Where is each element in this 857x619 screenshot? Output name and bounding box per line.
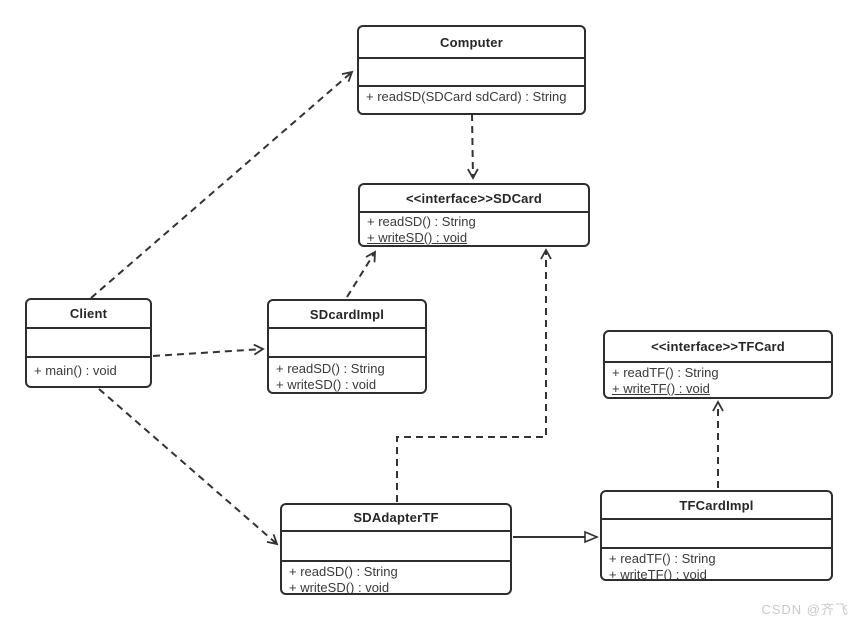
interface-sdcard-title: <<interface>>SDCard: [360, 185, 588, 213]
method-readtf: + readTF() : String: [612, 365, 719, 380]
class-client-title: Client: [27, 300, 150, 329]
class-sdadaptertf-title: SDAdapterTF: [282, 505, 510, 532]
interface-tfcard: <<interface>>TFCard + readTF() : String …: [603, 330, 833, 399]
class-client: Client + main() : void: [25, 298, 152, 388]
interface-sdcard-methods: + readSD() : String + writeSD() : void: [360, 213, 588, 245]
class-computer-attributes: [359, 59, 584, 87]
edge-computer-sdcard-dependency: [467, 113, 479, 180]
class-computer: Computer + readSD(SDCard sdCard) : Strin…: [357, 25, 586, 115]
class-sdadaptertf-attributes: [282, 532, 510, 562]
class-tfcardimpl-methods: + readTF() : String + writeTF() : void: [602, 549, 831, 579]
method-writetf: + writeTF() : void: [612, 381, 710, 396]
class-client-attributes: [27, 329, 150, 358]
class-sdcardimpl: SDcardImpl + readSD() : String + writeSD…: [267, 299, 427, 394]
class-tfcardimpl: TFCardImpl + readTF() : String + writeTF…: [600, 490, 833, 581]
method-writesd: + writeSD() : void: [276, 377, 377, 392]
method-main: + main() : void: [34, 363, 117, 378]
method-readsd: + readSD() : String: [276, 361, 385, 376]
class-sdcardimpl-title: SDcardImpl: [269, 301, 425, 329]
method-readtf: + readTF() : String: [609, 551, 716, 566]
class-computer-title: Computer: [359, 27, 584, 59]
method-readsd: + readSD() : String: [367, 214, 476, 229]
class-tfcardimpl-attributes: [602, 520, 831, 549]
interface-tfcard-title: <<interface>>TFCard: [605, 332, 831, 363]
method-writesd: + writeSD() : void: [289, 580, 390, 593]
class-sdcardimpl-attributes: [269, 329, 425, 358]
edge-sdcardimpl-sdcard-realization: [346, 250, 376, 298]
edge-client-computer-dependency: [90, 70, 354, 299]
method-writetf: + writeTF() : void: [609, 567, 707, 579]
method-readsd: + readSD() : String: [289, 564, 398, 579]
class-sdadaptertf: SDAdapterTF + readSD() : String + writeS…: [280, 503, 512, 595]
class-computer-methods: + readSD(SDCard sdCard) : String: [359, 87, 584, 113]
interface-tfcard-methods: + readTF() : String + writeTF() : void: [605, 363, 831, 397]
method-writesd: + writeSD() : void: [367, 230, 468, 245]
csdn-watermark: CSDN @齐飞: [761, 602, 849, 617]
class-tfcardimpl-title: TFCardImpl: [602, 492, 831, 520]
method-readsd: + readSD(SDCard sdCard) : String: [366, 89, 567, 104]
class-sdcardimpl-methods: + readSD() : String + writeSD() : void: [269, 358, 425, 392]
class-client-methods: + main() : void: [27, 358, 150, 386]
class-sdadaptertf-methods: + readSD() : String + writeSD() : void: [282, 562, 510, 593]
edge-client-sdcardimpl-dependency: [152, 343, 265, 357]
interface-sdcard: <<interface>>SDCard + readSD() : String …: [358, 183, 590, 247]
edge-client-sdadaptertf-dependency: [98, 388, 279, 546]
